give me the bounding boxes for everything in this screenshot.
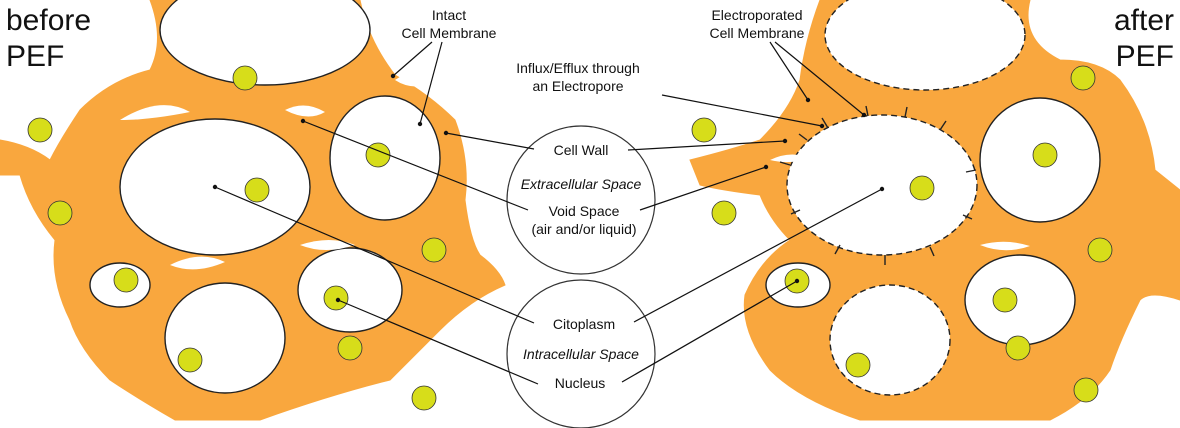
cell-bottom-right-left (297, 247, 403, 333)
electroporated-membrane-label-line1: Electroporated (711, 7, 802, 23)
nucleus-16 (711, 200, 737, 226)
extracellular-circle (506, 125, 656, 275)
tissue-before-pef (0, 0, 506, 421)
cell-right-bottom-right (964, 254, 1076, 346)
influx-label-line2: an Electropore (532, 78, 623, 94)
nucleus-13 (1070, 65, 1096, 91)
cell-large-right (786, 114, 978, 256)
before-title-line2: PEF (6, 40, 64, 73)
after-title-line2: PEF (1116, 40, 1174, 73)
nucleus-15 (909, 175, 935, 201)
cell-right-bottom-center (829, 284, 951, 396)
nucleus-3 (365, 142, 391, 168)
intact-membrane-label-line2: Cell Membrane (402, 25, 497, 41)
nucleus-11 (411, 385, 437, 411)
after-title-line1: after (1114, 4, 1174, 37)
nucleus-7 (113, 267, 139, 293)
nucleus-2 (232, 65, 258, 91)
nucleus-21 (845, 352, 871, 378)
nucleus-12 (691, 117, 717, 143)
nucleus-14 (1032, 142, 1058, 168)
intact-membrane-label-line1: Intact (432, 7, 466, 23)
nucleus-9 (337, 335, 363, 361)
void-space-left-3 (395, 73, 430, 87)
intracellular-circle (506, 279, 656, 428)
influx-label-line1: Influx/Efflux through (516, 60, 639, 76)
tissue-after-pef (689, 0, 1180, 421)
cell-bottom-center-left (164, 282, 286, 394)
void-space-label-line2: (air and/or liquid) (531, 221, 636, 237)
leader-lines (212, 41, 885, 385)
nucleus-22 (1073, 377, 1099, 403)
void-space-left-2 (285, 105, 325, 117)
void-space-left-1 (120, 105, 190, 120)
electropores (779, 105, 977, 265)
nucleus-8 (323, 285, 349, 311)
cell-top-left (159, 0, 371, 86)
nucleus-4 (244, 177, 270, 203)
nuclei-group (27, 65, 1113, 411)
void-space-right-2 (980, 241, 1030, 251)
nucleus-label: Nucleus (555, 375, 606, 391)
nucleus-17 (1087, 237, 1113, 263)
void-space-label-line1: Void Space (549, 203, 620, 219)
citoplasm-label: Citoplasm (553, 316, 615, 332)
nucleus-1 (27, 117, 53, 143)
void-space-left-4 (170, 256, 225, 270)
cell-wall-label: Cell Wall (554, 142, 609, 158)
nucleus-6 (421, 237, 447, 263)
cell-right-top (824, 0, 1026, 91)
extracellular-space-label: Extracellular Space (521, 176, 642, 192)
void-space-left-5 (300, 240, 355, 250)
nucleus-20 (1005, 335, 1031, 361)
void-space-right-1 (770, 154, 810, 163)
electroporated-membrane-label-line2: Cell Membrane (710, 25, 805, 41)
intracellular-space-label: Intracellular Space (523, 346, 639, 362)
nucleus-19 (992, 287, 1018, 313)
before-title-line1: before (6, 4, 91, 37)
nucleus-5 (47, 200, 73, 226)
nucleus-10 (177, 347, 203, 373)
